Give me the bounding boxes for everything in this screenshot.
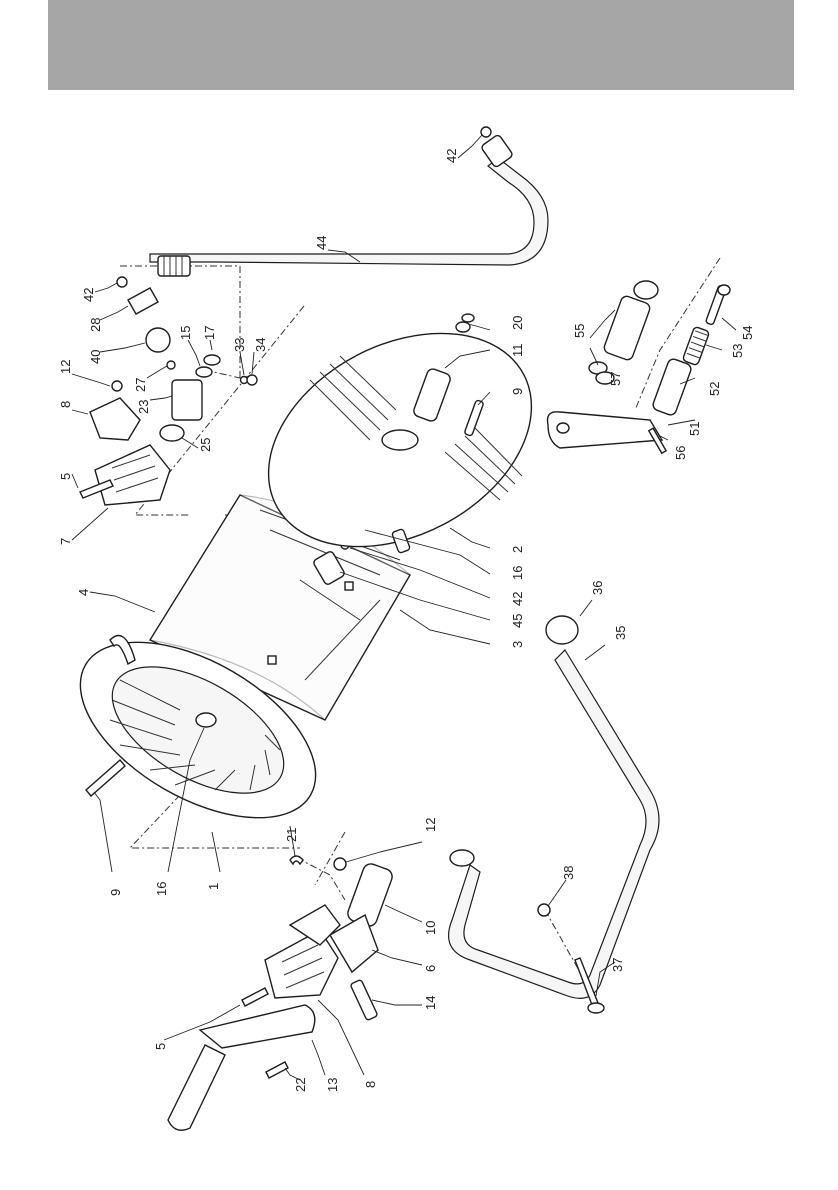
- o-ring-42-top: [481, 127, 491, 137]
- callout-4: 4: [76, 589, 91, 596]
- drum-tab-2: [345, 582, 353, 590]
- callout-9: 9: [510, 388, 525, 395]
- callout-23: 23: [136, 400, 151, 414]
- callout-42: 42: [81, 288, 96, 302]
- callout-7: 7: [58, 538, 73, 545]
- callout-16: 16: [154, 882, 169, 896]
- hose-coupling: [158, 256, 190, 276]
- callout-15: 15: [178, 326, 193, 340]
- callout-22: 22: [293, 1078, 308, 1092]
- callout-10: 10: [423, 921, 438, 935]
- callout-28: 28: [88, 318, 103, 332]
- drum-tab: [268, 656, 276, 664]
- callout-37: 37: [610, 958, 625, 972]
- bushing-16-left: [196, 713, 216, 727]
- crank-handle: [168, 1045, 225, 1130]
- callout-11: 11: [510, 344, 525, 358]
- washer-27: [167, 361, 175, 369]
- callout-9: 9: [108, 889, 123, 896]
- callout-44: 44: [314, 236, 329, 250]
- callout-3: 3: [510, 641, 525, 648]
- lever-51-hole: [557, 423, 569, 433]
- seal-20a: [456, 322, 470, 332]
- body-23: [172, 380, 202, 420]
- callout-20: 20: [510, 316, 525, 330]
- callout-53: 53: [730, 344, 745, 358]
- hose-assembly: [117, 127, 548, 314]
- rod-54-head: [718, 285, 730, 295]
- o-ring-17: [204, 355, 220, 365]
- bolt-37-head: [588, 1003, 604, 1013]
- callout-8: 8: [363, 1081, 378, 1088]
- callout-1: 1: [206, 883, 221, 890]
- callout-5: 5: [153, 1043, 168, 1050]
- callout-5: 5: [58, 473, 73, 480]
- frame-tube-35: [449, 650, 659, 998]
- callout-21: 21: [284, 828, 299, 842]
- o-ring-15: [196, 367, 212, 377]
- callout-12: 12: [58, 360, 73, 374]
- nut-12-bottom: [334, 858, 346, 870]
- hose-end-fitting: [481, 134, 514, 168]
- spring-34: [247, 375, 257, 385]
- seal-20b: [462, 314, 474, 322]
- callout-17: 17: [202, 326, 217, 340]
- callout-34: 34: [253, 338, 268, 352]
- handle-frame: [449, 616, 659, 1013]
- callout-40: 40: [88, 350, 103, 364]
- callout-13: 13: [325, 1078, 340, 1092]
- callout-2: 2: [510, 546, 525, 553]
- callout-42: 42: [444, 149, 459, 163]
- valve-cluster-bottom: [168, 856, 394, 1130]
- callout-54: 54: [740, 326, 755, 340]
- o-ring-42-left: [117, 277, 127, 287]
- callout-38: 38: [561, 866, 576, 880]
- callout-55: 55: [572, 324, 587, 338]
- seal-25: [160, 425, 184, 441]
- clip-21: [290, 856, 303, 864]
- callout-25: 25: [198, 438, 213, 452]
- connector-28: [128, 288, 158, 314]
- callout-27: 27: [133, 378, 148, 392]
- callout-35: 35: [613, 626, 628, 640]
- callout-36: 36: [590, 581, 605, 595]
- callout-6: 6: [423, 965, 438, 972]
- nut-12-top: [112, 381, 122, 391]
- hub-opening: [382, 430, 418, 450]
- callout-8: 8: [58, 401, 73, 408]
- cap-55: [634, 281, 658, 299]
- sleeve-52: [651, 358, 692, 417]
- end-cap-36: [546, 616, 578, 644]
- spring-53: [682, 326, 709, 365]
- swivel-10: [346, 862, 395, 929]
- screw-22: [266, 1062, 288, 1078]
- callout-56: 56: [673, 446, 688, 460]
- callout-57: 57: [608, 372, 623, 386]
- callout-12: 12: [423, 818, 438, 832]
- callout-42: 42: [510, 592, 525, 606]
- callout-51: 51: [687, 422, 702, 436]
- bracket-8: [90, 398, 140, 440]
- crank-arm-13: [200, 1005, 315, 1048]
- tube-cap-lower: [450, 850, 474, 866]
- screw-9-left: [86, 760, 125, 796]
- nut-40: [146, 328, 170, 352]
- screw-5-bottom: [242, 988, 268, 1006]
- callout-16: 16: [510, 566, 525, 580]
- lock-assembly: [548, 281, 731, 453]
- callout-45: 45: [510, 614, 525, 628]
- callout-33: 33: [232, 338, 247, 352]
- cylinder-55: [603, 295, 652, 362]
- valve-cluster-top: [80, 328, 257, 505]
- clamp-7: [95, 445, 170, 505]
- callout-14: 14: [423, 996, 438, 1010]
- clamp-8-bottom: [265, 930, 338, 998]
- callout-52: 52: [707, 382, 722, 396]
